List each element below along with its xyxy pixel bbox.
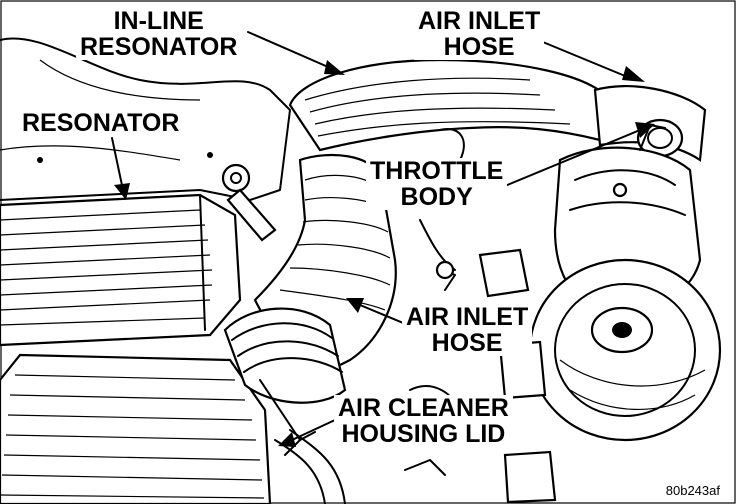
callout-line: THROTTLE	[370, 157, 504, 185]
callout-line: IN-LINE	[113, 7, 204, 35]
hose-coupler-shape	[223, 307, 347, 456]
leader-arrows	[111, 31, 655, 447]
callout-inline-resonator: IN-LINE RESONATOR	[76, 7, 242, 61]
callout-line: HOUSING LID	[341, 420, 506, 448]
callout-throttle-body: THROTTLE BODY	[366, 157, 508, 211]
fastener-dot	[37, 157, 43, 163]
air-cleaner-housing-lid-shape	[0, 353, 272, 504]
fender-panel-detail	[0, 59, 201, 161]
callout-air-inlet-hose-mid: AIR INLET HOSE	[402, 303, 533, 357]
sensor-bracket-shape	[404, 219, 557, 504]
callout-line: BODY	[400, 183, 473, 211]
hose-clamp-shape	[221, 163, 277, 242]
callout-line: HOSE	[443, 33, 515, 61]
callout-air-inlet-hose-top: AIR INLET HOSE	[414, 7, 545, 61]
callout-line: RESONATOR	[22, 109, 180, 137]
fender-panel	[0, 37, 291, 201]
callout-resonator: RESONATOR	[18, 109, 184, 137]
callout-line: RESONATOR	[80, 33, 238, 61]
inline-resonator-shape	[288, 58, 612, 161]
callout-line: AIR CLEANER	[338, 394, 509, 422]
fastener-dot	[207, 152, 213, 158]
callout-line: AIR INLET	[418, 7, 541, 35]
figure-reference-id: 80b243af	[663, 483, 722, 498]
resonator-shape	[0, 193, 242, 347]
pulley-shape	[528, 258, 722, 442]
callout-air-cleaner-housing-lid: AIR CLEANER HOUSING LID	[334, 395, 513, 447]
callout-line: AIR INLET	[406, 303, 529, 331]
callout-line: HOSE	[431, 329, 503, 357]
